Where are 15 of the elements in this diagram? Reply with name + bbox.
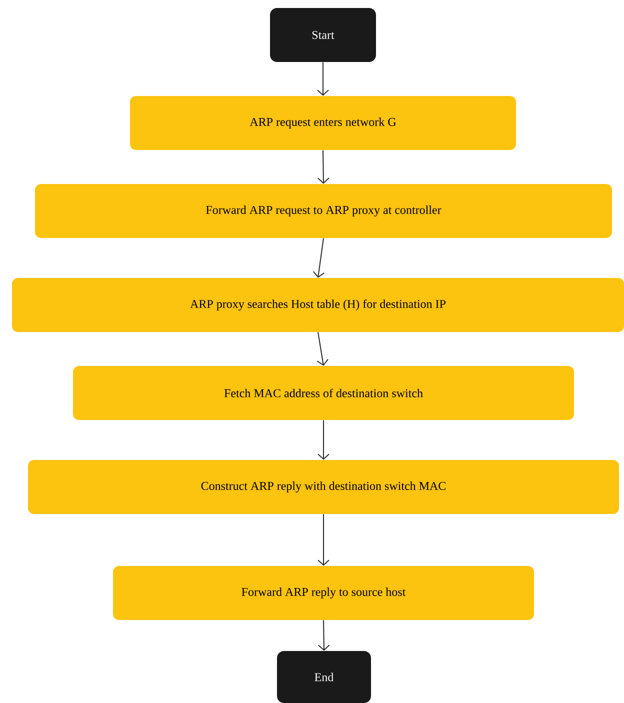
terminal-box: Start xyxy=(270,8,376,62)
arrow xyxy=(317,62,329,96)
process-box: ARP request enters network G xyxy=(130,96,516,150)
arrow xyxy=(318,420,330,460)
terminal-box: End xyxy=(277,651,371,703)
process-box: Forward ARP reply to source host xyxy=(113,566,534,620)
process-box: ARP proxy searches Host table (H) for destination IP xyxy=(12,278,624,332)
process-box: Construct ARP reply with destination switch MAC xyxy=(28,460,619,514)
arrow xyxy=(317,150,330,184)
arrow xyxy=(318,620,330,651)
process-box: Fetch MAC address of destination switch xyxy=(73,366,574,420)
arrow xyxy=(318,514,330,566)
process-box: Forward ARP request to ARP proxy at controller xyxy=(35,184,612,238)
arrow xyxy=(316,332,329,366)
arrow xyxy=(312,238,325,278)
